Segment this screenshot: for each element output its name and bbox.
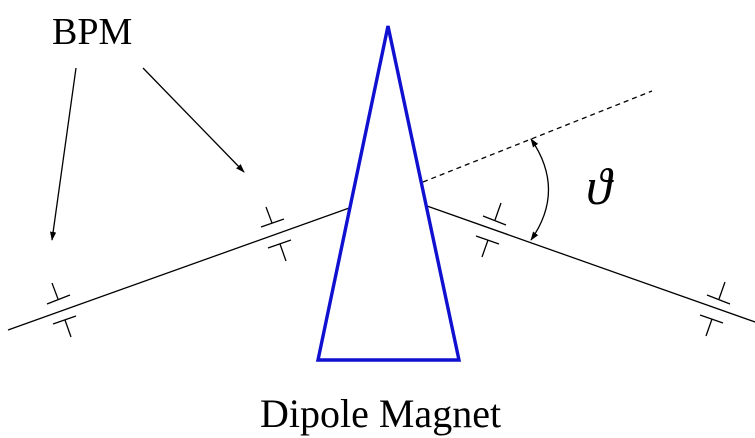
bpm-monitor-3 [475, 202, 507, 258]
bpm-arrow-left [49, 67, 77, 241]
bpm-monitor-2 [260, 206, 292, 262]
bpm-label: BPM [52, 11, 132, 53]
deflection-angle-symbol: ϑ [586, 159, 614, 216]
undeflected-reference-line [422, 90, 653, 183]
outgoing-beam-line [426, 205, 755, 323]
bpm-arrow-right [142, 67, 245, 173]
deflection-angle-arc [530, 138, 550, 241]
dipole-magnet-triangle [315, 25, 462, 362]
dipole-magnet-label: Dipole Magnet [260, 391, 501, 436]
bpm-monitor-1 [46, 282, 77, 338]
bpm-monitor-4 [699, 281, 731, 337]
incoming-beam-line [7, 206, 353, 331]
